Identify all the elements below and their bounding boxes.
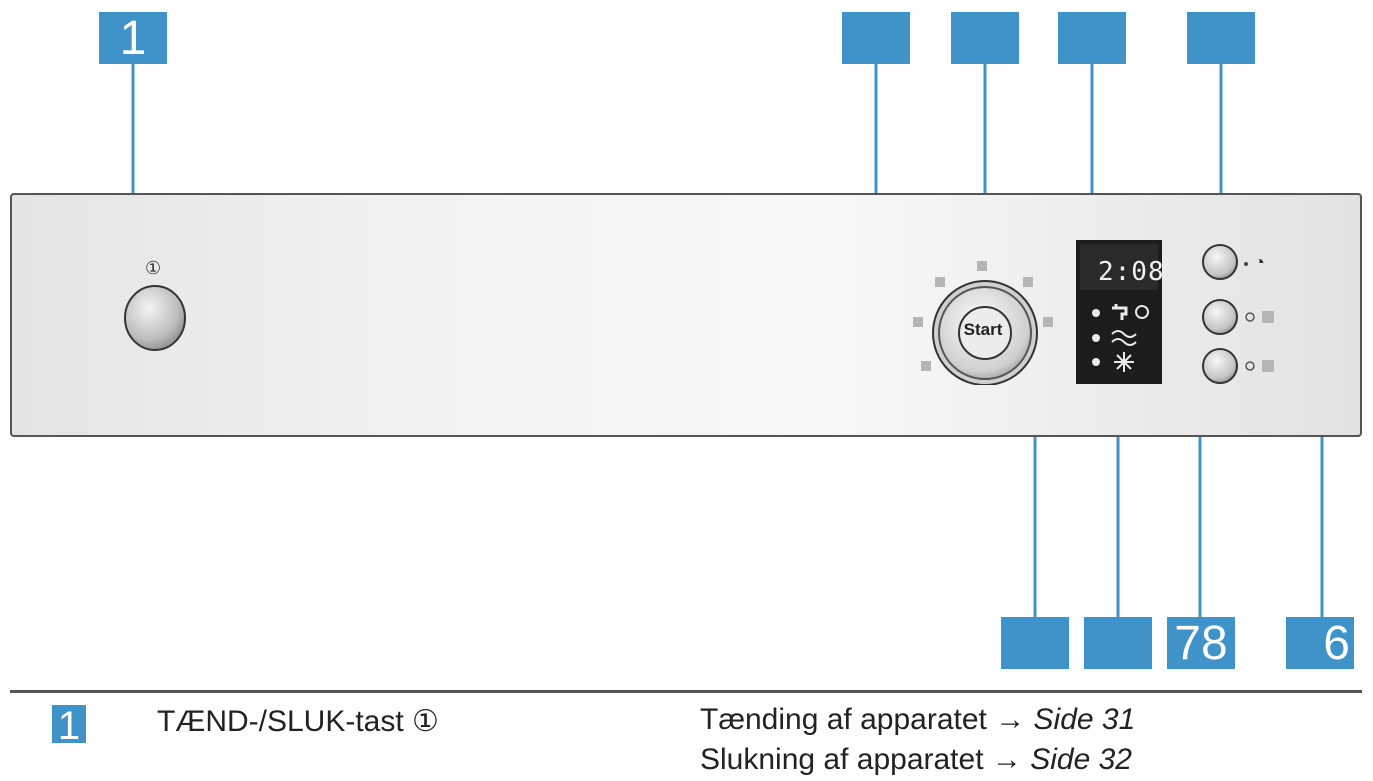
dial-indicator-r [1043,317,1053,327]
program-dial[interactable] [905,255,1065,385]
legend-item-label: TÆND-/SLUK-tast ① [157,705,439,738]
page-ref-31[interactable]: Side 31 [1033,703,1136,736]
callout-top-5 [1187,12,1255,64]
indicator-dot-2 [1092,334,1100,342]
option-indicator-2 [1262,360,1274,372]
callout-bottom-78: 78 [1167,617,1235,669]
callout-top-2 [842,12,910,64]
dial-indicator-tl [935,277,945,287]
callout-bottom-1 [1001,617,1069,669]
salt-icon [1111,330,1137,346]
dial-indicator-bl [921,361,931,371]
rinse-aid-icon [1135,305,1149,319]
dial-indicator-top [977,261,987,271]
timer-button [1202,244,1238,280]
callout-1: 1 [99,12,167,64]
callout-top-3 [951,12,1019,64]
option-button-1 [1202,299,1238,335]
power-button[interactable] [122,283,188,353]
power-symbol-icon: ① [145,258,162,278]
legend-desc-line-2-text: Slukning af apparatet → [700,743,1031,776]
option-led-1 [1245,312,1255,322]
option-button-2 [1202,348,1238,384]
dial-indicator-l [913,317,923,327]
indicator-dot-3 [1092,358,1100,366]
page-ref-32[interactable]: Side 32 [1030,743,1132,776]
indicator-dot-1 [1092,309,1100,317]
right-buttons [1202,244,1274,384]
option-indicator-1 [1262,311,1274,323]
legend-desc-line-1: Tænding af apparatet → Side 31 [700,700,1135,740]
snowflake-icon [1114,352,1134,372]
start-button[interactable]: Start [963,320,1003,339]
display-panel [1076,240,1162,384]
legend-callout-1: 1 [52,705,86,743]
legend-description: Tænding af apparatet → Side 31 Slukning … [700,700,1135,780]
timer-clock-icon: ◔ [1254,252,1265,272]
tap-icon [1112,304,1128,320]
legend-divider [10,690,1362,693]
legend-desc-line-2: Slukning af apparatet → Side 32 [700,740,1135,780]
display-time: 2:08 [1098,257,1165,287]
callout-bottom-6: 6 [1286,617,1354,669]
legend-desc-line-1-text: Tænding af apparatet → [700,703,1034,736]
callout-bottom-2 [1084,617,1152,669]
callout-top-4 [1058,12,1126,64]
dial-indicator-tr [1023,277,1033,287]
option-led-2 [1245,361,1255,371]
